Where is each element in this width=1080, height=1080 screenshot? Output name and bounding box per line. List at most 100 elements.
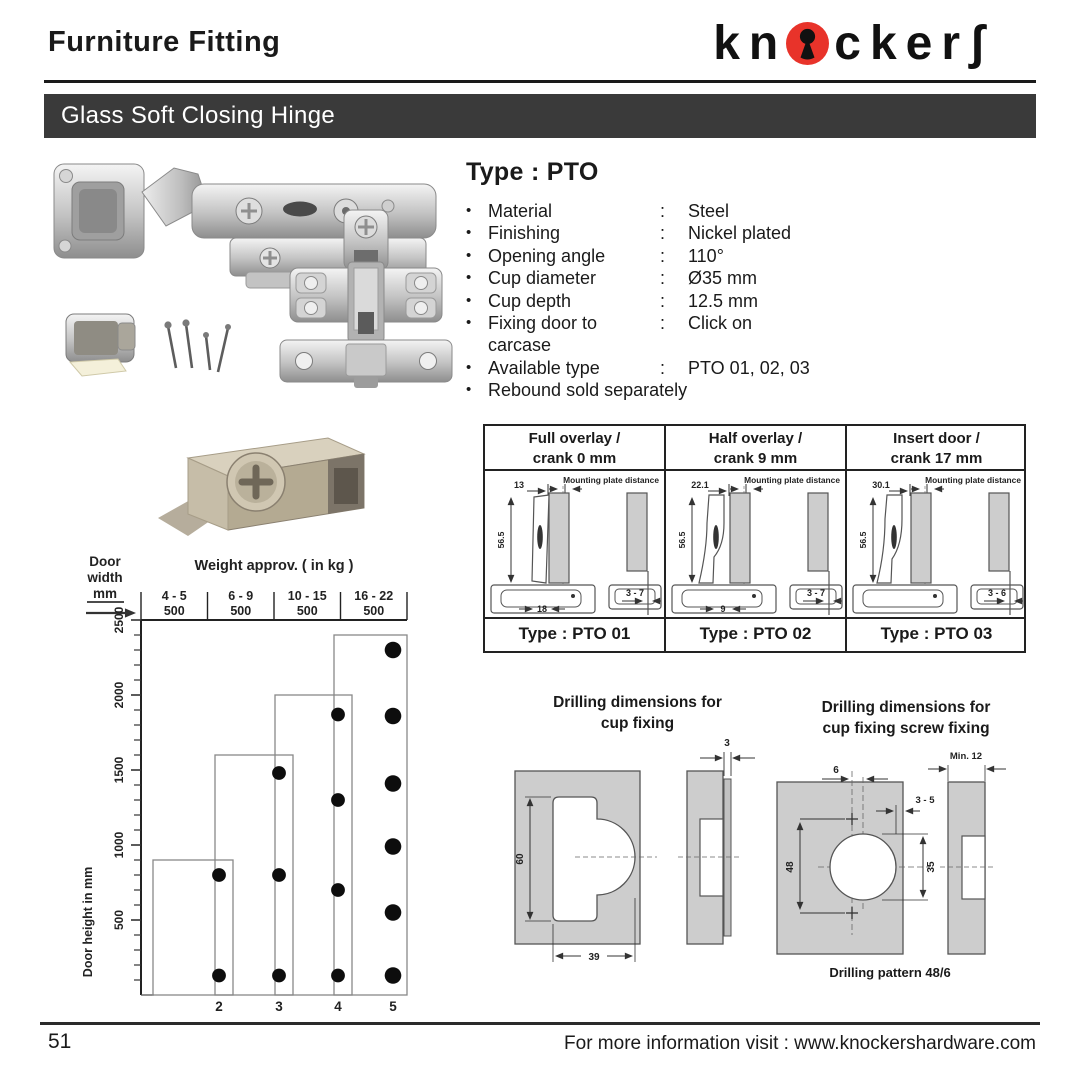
pto-header: Full overlay / crank 0 mm	[485, 426, 664, 471]
spec-colon: :	[660, 357, 666, 378]
hinge-front-view	[279, 209, 453, 388]
svg-text:48: 48	[785, 861, 796, 873]
drill-title-line2: cup fixing	[600, 715, 675, 732]
svg-text:56.5: 56.5	[858, 531, 868, 548]
pto-type-label: Type : PTO 03	[847, 617, 1026, 649]
pto-header: Half overlay / crank 9 mm	[666, 426, 845, 471]
pto-type-label: Type : PTO 01	[485, 617, 664, 649]
pto-type-label: Type : PTO 02	[666, 617, 845, 649]
spec-value: PTO 01, 02, 03	[688, 357, 810, 378]
header-divider	[44, 80, 1036, 83]
drilling-cup-diagram: 3 60 39	[495, 734, 780, 972]
svg-text:Mounting plate distance: Mounting plate distance	[563, 475, 659, 485]
svg-text:1000: 1000	[112, 831, 126, 858]
svg-text:3: 3	[275, 999, 283, 1014]
drilling-screw-block: Drilling dimensions for cup fixing screw…	[770, 697, 1042, 980]
drill-title-line2: cup fixing screw fixing	[822, 720, 990, 737]
pto-header-line1: Half overlay /	[708, 430, 803, 447]
bullet-icon: •	[466, 381, 472, 399]
pto-column-full-overlay: Full overlay / crank 0 mm Mounting plate…	[485, 426, 664, 651]
spec-colon: :	[660, 245, 666, 266]
drilling-cup-block: Drilling dimensions for cup fixing 3 60 39	[495, 692, 780, 972]
pto-overlay-table: Full overlay / crank 0 mm Mounting plate…	[483, 424, 1026, 653]
keyhole-icon	[785, 21, 830, 66]
page-number: 51	[48, 1030, 72, 1053]
svg-text:39: 39	[588, 952, 600, 963]
section-title: Glass Soft Closing Hinge	[61, 102, 335, 129]
bullet-icon: •	[466, 358, 472, 376]
svg-text:2000: 2000	[112, 681, 126, 708]
svg-text:56.5: 56.5	[496, 531, 506, 548]
bullet-icon: •	[466, 269, 472, 287]
drill-title-line1: Drilling dimensions for	[821, 699, 991, 716]
spec-colon: :	[660, 313, 666, 334]
spec-row-rebound: • Rebound sold separately	[466, 379, 1032, 401]
spec-label: Cup depth	[488, 290, 572, 311]
spec-row-material: •Material:Steel	[466, 200, 1032, 222]
spec-row-opening-angle: •Opening angle:110°	[466, 245, 1032, 267]
footer-info-link[interactable]: For more information visit : www.knocker…	[564, 1033, 1036, 1054]
spec-label: Fixing door to carcase	[488, 313, 598, 356]
svg-text:2: 2	[215, 999, 223, 1014]
spec-colon	[687, 379, 715, 401]
drill-title-line1: Drilling dimensions for	[553, 694, 722, 711]
spec-value: Ø35 mm	[688, 268, 758, 289]
type-heading: Type : PTO	[466, 158, 599, 186]
pto-header-line2: crank 9 mm	[713, 450, 798, 467]
svg-text:3 - 7: 3 - 7	[807, 588, 825, 598]
pto-column-insert-door: Insert door / crank 17 mm Mounting plate…	[845, 426, 1026, 651]
spec-row-finishing: •Finishing:Nickel plated	[466, 222, 1032, 244]
spec-label: Opening angle	[488, 245, 606, 266]
product-photo-mounting-plate	[158, 420, 390, 558]
pto-header-line2: crank 0 mm	[532, 450, 617, 467]
bullet-icon: •	[466, 224, 472, 242]
spec-label: Material	[488, 201, 553, 221]
svg-text:9: 9	[720, 604, 725, 614]
spec-label: Rebound sold separately	[488, 380, 688, 401]
svg-text:500: 500	[363, 604, 384, 618]
spec-colon: :	[660, 268, 666, 289]
bullet-icon: •	[466, 314, 472, 332]
spec-row-cup-depth: •Cup depth:12.5 mm	[466, 290, 1032, 312]
drilling-cup-title: Drilling dimensions for cup fixing	[495, 692, 780, 734]
svg-text:Mounting plate distance: Mounting plate distance	[744, 475, 840, 485]
svg-text:30.1: 30.1	[872, 480, 890, 490]
spec-list: •Material:Steel •Finishing:Nickel plated…	[466, 200, 1032, 402]
spec-colon: :	[660, 290, 666, 311]
spec-label: Cup diameter	[488, 268, 597, 289]
spec-label: Finishing	[488, 223, 561, 244]
svg-text:500: 500	[297, 604, 318, 618]
svg-text:6 - 9: 6 - 9	[228, 589, 253, 603]
svg-text:18: 18	[537, 604, 547, 614]
svg-text:3 - 7: 3 - 7	[626, 588, 644, 598]
svg-text:3 - 5: 3 - 5	[915, 795, 935, 806]
svg-text:500: 500	[164, 604, 185, 618]
svg-text:22.1: 22.1	[691, 480, 709, 490]
svg-text:2500: 2500	[112, 606, 126, 633]
svg-text:6: 6	[833, 765, 839, 776]
svg-text:10 - 15: 10 - 15	[288, 589, 327, 603]
svg-text:56.5: 56.5	[677, 531, 687, 548]
drilling-screw-title: Drilling dimensions for cup fixing screw…	[770, 697, 1042, 739]
svg-text:4: 4	[334, 999, 342, 1014]
spec-value: Click on	[688, 313, 753, 334]
svg-text:60: 60	[515, 853, 526, 865]
spec-value: 12.5 mm	[688, 290, 759, 311]
pto-diagram-half-overlay: Mounting plate distance 22.1 56.5 9 3 - 7	[666, 471, 845, 617]
svg-text:width: width	[86, 570, 122, 585]
spec-row-fixing: • Fixing door to carcase: Click on	[466, 312, 1032, 357]
page-title: Furniture Fitting	[48, 26, 281, 58]
spec-value: Nickel plated	[688, 223, 792, 244]
svg-text:3: 3	[724, 738, 730, 749]
spec-row-cup-diameter: • Cup diameter: Ø35 mm	[466, 267, 1032, 289]
brand-text-post: ckerʃ	[834, 16, 994, 70]
product-photo-hinges	[44, 146, 458, 390]
svg-text:35: 35	[926, 861, 937, 873]
spec-block: Type : PTO •Material:Steel •Finishing:Ni…	[466, 158, 1032, 402]
spec-row-available-type: •Available type:PTO 01, 02, 03	[466, 357, 1032, 379]
svg-text:16 - 22: 16 - 22	[354, 589, 393, 603]
spec-value	[715, 379, 1032, 401]
spec-value: Steel	[688, 201, 730, 221]
